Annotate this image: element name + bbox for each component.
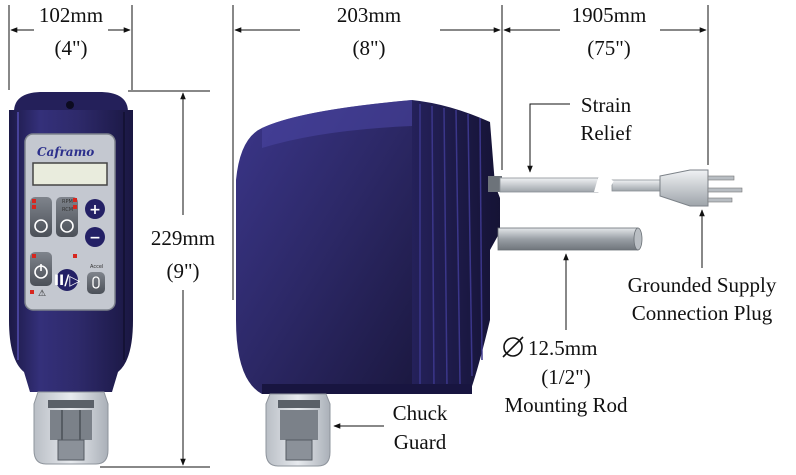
width-in-label: (4") bbox=[54, 36, 87, 60]
cord-in-label: (75") bbox=[587, 36, 631, 60]
rod-diameter-label: 12.5mm bbox=[528, 336, 597, 360]
width-mm-label: 102mm bbox=[39, 3, 103, 27]
plug-label-line1: Grounded Supply bbox=[628, 273, 777, 297]
front-vent-hole bbox=[66, 101, 74, 109]
rod-inch-label: (1/2") bbox=[541, 365, 590, 389]
side-chuck-guard bbox=[265, 393, 331, 467]
callout-labels: Strain Relief Grounded Supply Connection… bbox=[393, 93, 777, 454]
svg-text:Accel: Accel bbox=[90, 264, 103, 270]
front-chuck-guard bbox=[33, 391, 109, 465]
rod-name-label: Mounting Rod bbox=[504, 393, 628, 417]
chuck-guard-label-line2: Guard bbox=[394, 430, 447, 454]
led-indicator bbox=[30, 290, 34, 294]
power-button[interactable] bbox=[30, 252, 52, 286]
diameter-icon bbox=[502, 336, 524, 358]
mounting-rod bbox=[497, 227, 643, 251]
timer-icon bbox=[60, 219, 74, 233]
depth-mm-label: 203mm bbox=[337, 3, 401, 27]
key-mode-button[interactable]: RPM RCM bbox=[56, 197, 78, 237]
key-rotation-button[interactable] bbox=[30, 197, 52, 237]
hold-icon bbox=[92, 276, 100, 289]
cord-mm-label: 1905mm bbox=[572, 3, 647, 27]
start-stop-button[interactable]: II/▷ bbox=[54, 254, 81, 291]
lcd-display bbox=[32, 162, 108, 186]
plug-label-line2: Connection Plug bbox=[632, 301, 773, 325]
led-indicator bbox=[32, 199, 36, 203]
power-cord bbox=[604, 179, 663, 192]
side-housing bbox=[236, 100, 412, 394]
dimension-labels: 102mm (4") 203mm (8") 1905mm (75") 229mm… bbox=[39, 3, 646, 283]
strain-relief-label-line2: Relief bbox=[580, 121, 631, 145]
led-indicator bbox=[73, 205, 77, 209]
svg-text:RCM: RCM bbox=[62, 207, 73, 213]
play-pause-icon: II/▷ bbox=[54, 273, 81, 289]
warning-icon: ⚠ bbox=[38, 289, 46, 299]
grounded-plug bbox=[659, 169, 743, 207]
rotate-icon bbox=[34, 219, 48, 233]
plus-button[interactable]: + bbox=[85, 199, 105, 219]
hold-button[interactable]: Accel bbox=[87, 264, 105, 294]
led-indicator bbox=[32, 254, 36, 258]
led-indicator bbox=[32, 205, 36, 209]
strain-relief bbox=[488, 176, 606, 193]
height-mm-label: 229mm bbox=[151, 226, 215, 250]
plus-icon: + bbox=[89, 202, 101, 218]
side-view bbox=[236, 100, 743, 467]
dimension-lines bbox=[8, 5, 709, 468]
front-view: Caframo RPM RCM + bbox=[9, 92, 133, 465]
chuck-guard-label-line1: Chuck bbox=[393, 401, 448, 425]
depth-in-label: (8") bbox=[352, 36, 385, 60]
height-in-label: (9") bbox=[166, 259, 199, 283]
led-indicator bbox=[73, 198, 77, 202]
control-panel: Caframo RPM RCM + bbox=[24, 133, 116, 311]
minus-button[interactable]: − bbox=[85, 227, 105, 247]
svg-text:RPM: RPM bbox=[62, 199, 73, 205]
brand-logo: Caframo bbox=[37, 145, 94, 159]
led-indicator bbox=[73, 254, 77, 258]
strain-relief-label-line1: Strain bbox=[581, 93, 632, 117]
minus-icon: − bbox=[89, 230, 101, 246]
